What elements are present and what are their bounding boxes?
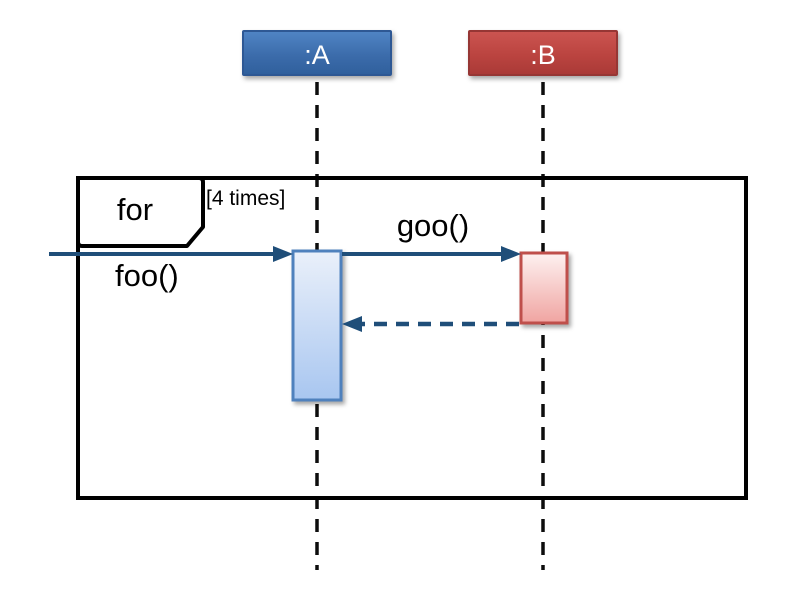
activation-bar-a xyxy=(291,249,343,402)
message-arrow-goo xyxy=(342,246,521,262)
message-goo-label: goo() xyxy=(396,208,470,243)
participant-head-b: :B xyxy=(468,30,618,76)
participant-a-label: :A xyxy=(304,40,330,70)
loop-frame xyxy=(76,176,748,500)
activation-bar-b xyxy=(519,251,569,325)
message-arrow-foo xyxy=(49,246,293,262)
loop-guard-label: [4 times] xyxy=(206,187,286,210)
participant-b-label: :B xyxy=(530,40,556,70)
participant-head-a: :A xyxy=(242,30,392,76)
loop-operator-label: for xyxy=(116,192,154,227)
return-arrow xyxy=(342,316,519,332)
loop-operator-pentagon xyxy=(76,176,205,248)
message-foo-label: foo() xyxy=(115,258,179,293)
